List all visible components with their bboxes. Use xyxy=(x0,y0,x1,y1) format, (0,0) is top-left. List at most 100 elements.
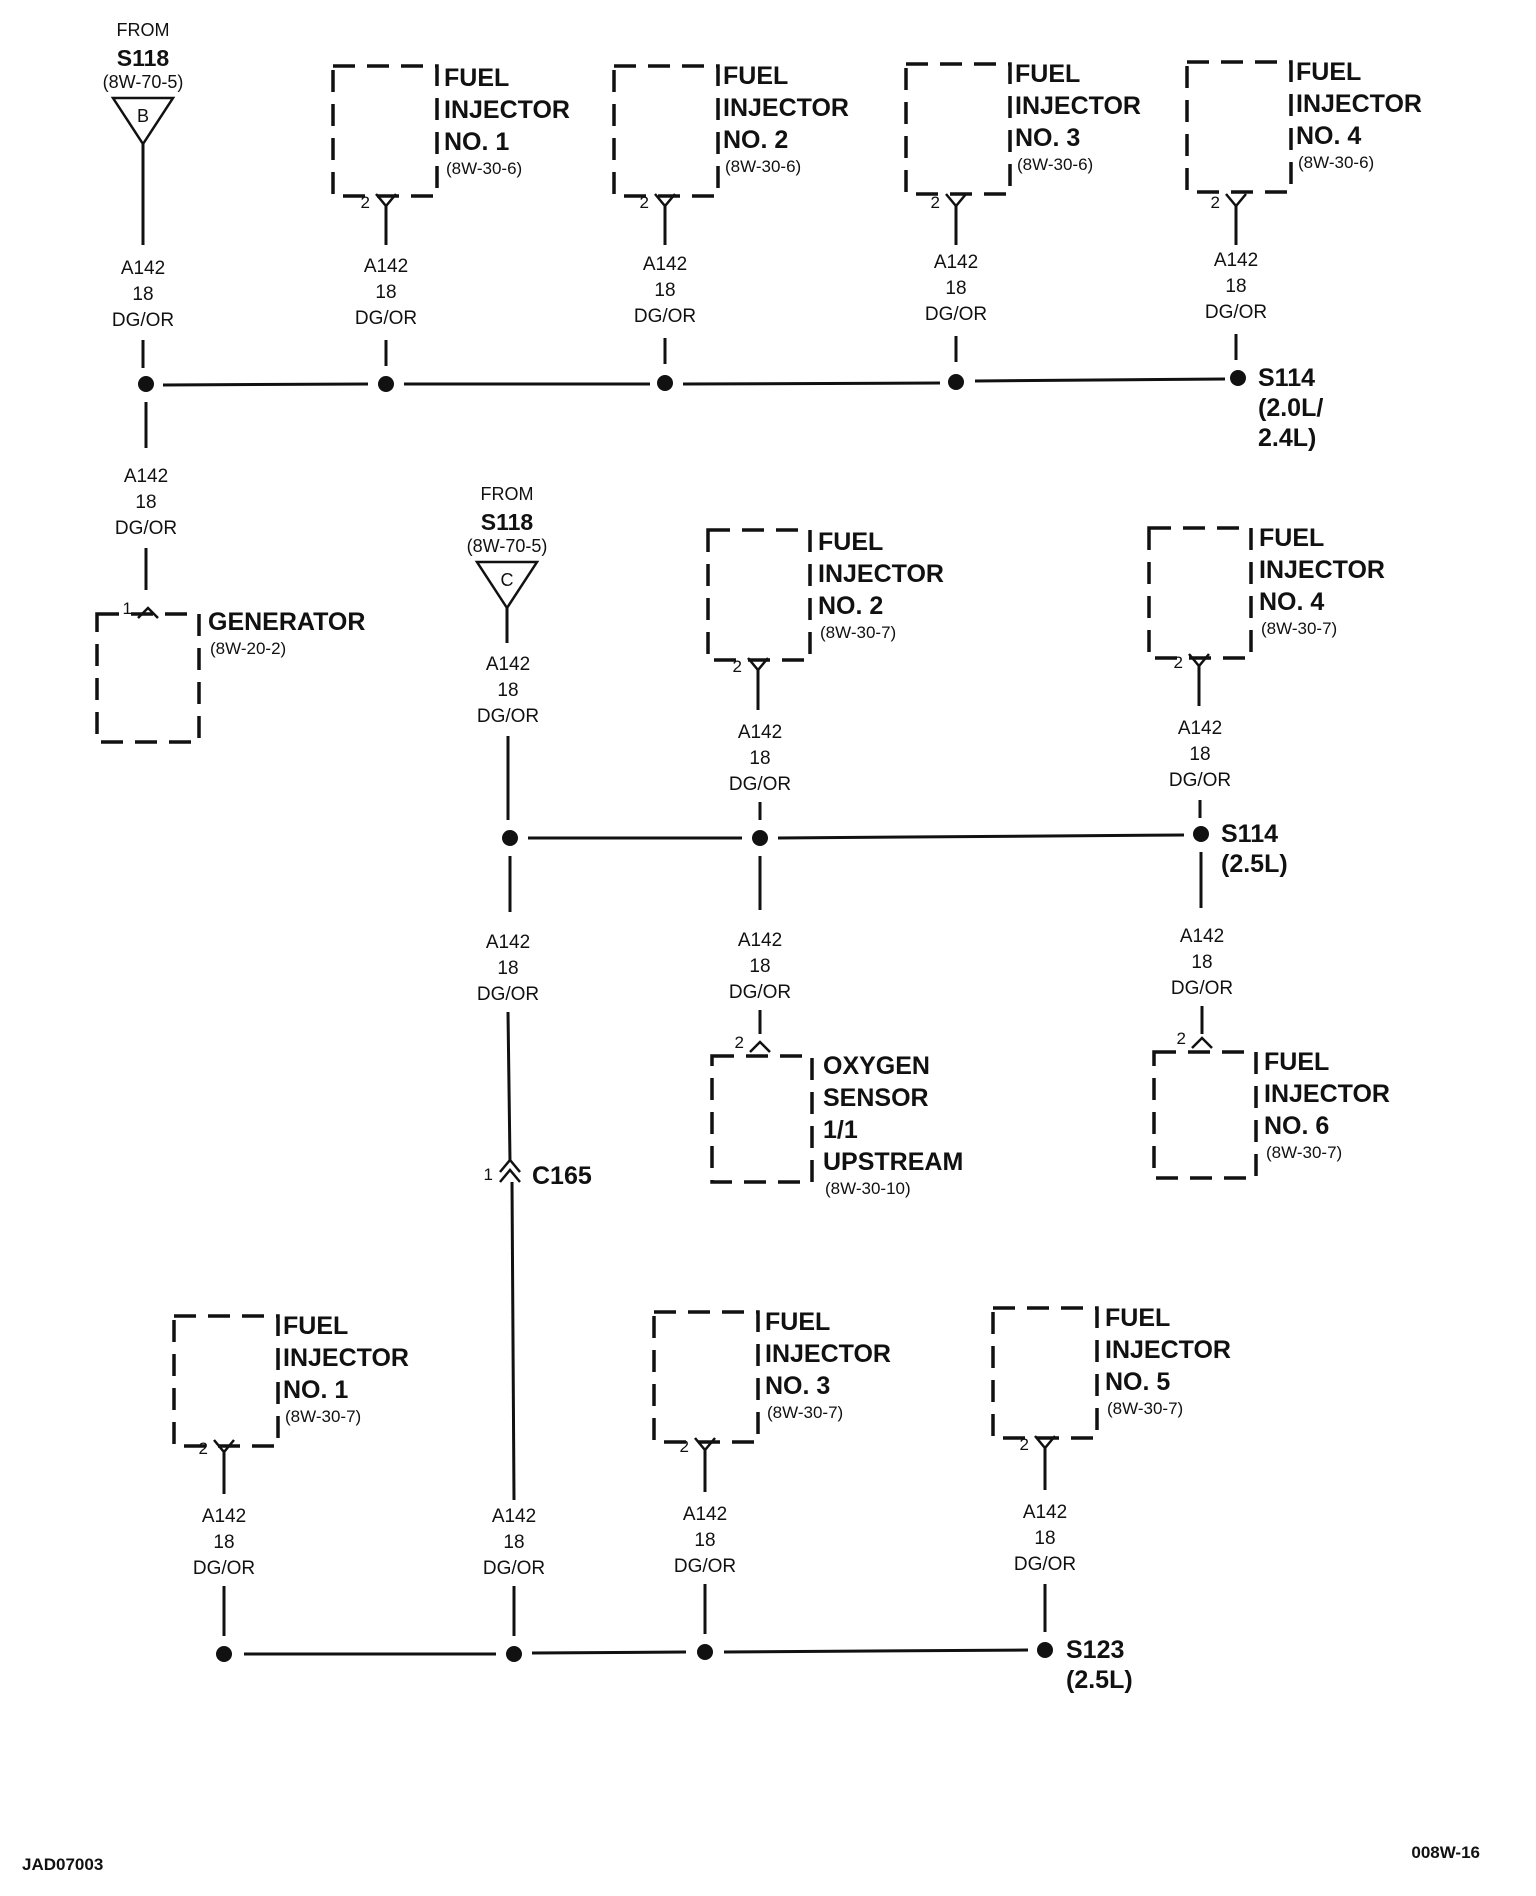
component-name-line: FUEL xyxy=(765,1308,830,1336)
splice-dot xyxy=(502,830,518,846)
splice-dot-s114-a xyxy=(1230,370,1246,386)
pin-number: 2 xyxy=(735,1033,744,1052)
splice-label-line: S114 xyxy=(1221,820,1278,848)
component-name-line: NO. 3 xyxy=(765,1372,830,1400)
splice-label-line: 2.4L) xyxy=(1258,424,1316,452)
splice-dot xyxy=(216,1646,232,1662)
page-number: 008W-16 xyxy=(1411,1843,1480,1862)
component-name-line: FUEL xyxy=(1264,1048,1329,1076)
pin-number: 2 xyxy=(361,193,370,212)
wire-color-label: DG/OR xyxy=(729,774,791,795)
component-outline xyxy=(1147,526,1253,660)
source-triangle xyxy=(474,560,540,611)
wire-gauge-label: 18 xyxy=(497,958,518,979)
splice-label-line: (2.5L) xyxy=(1066,1666,1133,1694)
wire-gauge-label: 18 xyxy=(694,1530,715,1551)
wire-gauge-label: 18 xyxy=(1191,952,1212,973)
wire-circuit-label: A142 xyxy=(121,258,165,279)
component-ref: (8W-20-2) xyxy=(210,639,286,658)
component-name-line: GENERATOR xyxy=(208,608,365,636)
component-name-line: INJECTOR xyxy=(765,1340,891,1368)
component-name-line: FUEL xyxy=(818,528,883,556)
from-label: FROM xyxy=(117,20,170,40)
splice-dot xyxy=(506,1646,522,1662)
pin-symbol xyxy=(749,1040,771,1053)
connector-symbol xyxy=(499,1158,521,1173)
component-name-line: FUEL xyxy=(723,62,788,90)
wire-gauge-label: 18 xyxy=(1034,1528,1055,1549)
wire-color-label: DG/OR xyxy=(674,1556,736,1577)
wire-gauge-label: 18 xyxy=(213,1532,234,1553)
from-label: FROM xyxy=(481,484,534,504)
component-outline xyxy=(706,528,812,662)
wire-color-label: DG/OR xyxy=(477,706,539,727)
pin-symbol xyxy=(945,193,967,208)
component-name-line: INJECTOR xyxy=(444,96,570,124)
component-name-line: INJECTOR xyxy=(1264,1080,1390,1108)
component-name-line: FUEL xyxy=(444,64,509,92)
component-name-line: FUEL xyxy=(1015,60,1080,88)
wire-circuit-label: A142 xyxy=(934,252,978,273)
component-name-line: OXYGEN xyxy=(823,1052,930,1080)
splice-dot xyxy=(697,1644,713,1660)
wire-color-label: DG/OR xyxy=(483,1558,545,1579)
pin-symbol xyxy=(375,193,397,208)
connector-pin: 1 xyxy=(484,1165,493,1184)
pin-symbol xyxy=(1034,1435,1056,1450)
component-name-line: FUEL xyxy=(1259,524,1324,552)
splice-dot-s114-a-branch xyxy=(138,376,154,392)
bus-middle xyxy=(777,833,1185,840)
source-name: S118 xyxy=(117,45,170,71)
component-outline xyxy=(904,62,1012,196)
splice-label-line: (2.0L/ xyxy=(1258,394,1323,422)
source-ref: (8W-70-5) xyxy=(467,536,548,556)
wire-color-label: DG/OR xyxy=(112,310,174,331)
component-ref: (8W-30-10) xyxy=(825,1179,911,1198)
pin-symbol xyxy=(1191,1036,1213,1049)
wire-gauge-label: 18 xyxy=(945,278,966,299)
pin-symbol xyxy=(137,606,159,619)
source-letter: C xyxy=(501,570,514,590)
wire-gauge-label: 18 xyxy=(375,282,396,303)
wire-circuit-label: A142 xyxy=(486,654,530,675)
bus-top xyxy=(162,382,369,387)
pin-number: 2 xyxy=(640,193,649,212)
component-name-line: NO. 2 xyxy=(723,126,788,154)
pin-number: 2 xyxy=(680,1437,689,1456)
splice-dot xyxy=(752,830,768,846)
component-outline xyxy=(612,64,720,198)
wire-gauge-label: 18 xyxy=(1189,744,1210,765)
wire-color-label: DG/OR xyxy=(634,306,696,327)
bus-bottom xyxy=(531,1650,687,1655)
wire-circuit-label: A142 xyxy=(124,466,168,487)
wire-circuit-label: A142 xyxy=(738,722,782,743)
wire-gauge-label: 18 xyxy=(135,492,156,513)
splice-dot xyxy=(657,375,673,391)
pin-number: 2 xyxy=(1211,193,1220,212)
wire-segment xyxy=(506,1011,512,1163)
pin-symbol xyxy=(654,193,676,208)
component-ref: (8W-30-7) xyxy=(1266,1143,1342,1162)
wire-gauge-label: 18 xyxy=(497,680,518,701)
component-name-line: NO. 2 xyxy=(818,592,883,620)
wires xyxy=(141,144,1238,1656)
component-name-line: INJECTOR xyxy=(283,1344,409,1372)
component-name-line: INJECTOR xyxy=(1259,556,1385,584)
